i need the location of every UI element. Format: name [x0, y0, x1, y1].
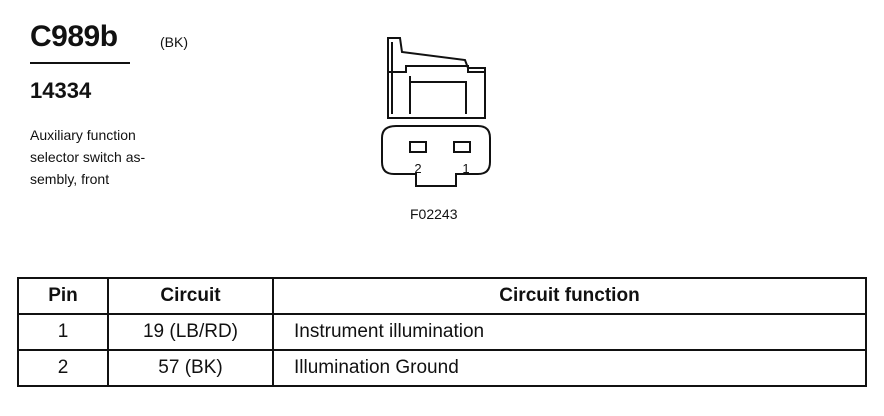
title-divider — [30, 62, 130, 64]
component-description: Auxiliary function selector switch as- s… — [30, 124, 180, 190]
table-header-row: Pin Circuit Circuit function — [17, 277, 867, 315]
description-line: sembly, front — [30, 171, 110, 187]
cell-circuit: 19 (LB/RD) — [107, 313, 274, 351]
cell-pin: 2 — [17, 349, 109, 387]
cell-circuit: 57 (BK) — [107, 349, 274, 387]
pin-label-2: 2 — [414, 161, 421, 176]
connector-face-outline — [381, 125, 491, 187]
table-row: 2 57 (BK) Illumination Ground — [17, 349, 867, 387]
figure-id: F02243 — [410, 206, 458, 222]
cell-pin: 1 — [17, 313, 109, 351]
header-circuit-function: Circuit function — [272, 277, 867, 315]
pin-table: Pin Circuit Circuit function 1 19 (LB/RD… — [17, 277, 867, 387]
connector-color: (BK) — [160, 34, 188, 50]
connector-body-outline — [387, 37, 486, 119]
connector-inner-bracket — [409, 76, 467, 114]
pin-label-1: 1 — [462, 161, 469, 176]
connector-id: C989b — [30, 20, 118, 53]
table-row: 1 19 (LB/RD) Instrument illumination — [17, 313, 867, 351]
header-circuit: Circuit — [107, 277, 274, 315]
pin-cavity-2 — [409, 141, 427, 153]
cell-circuit-function: Instrument illumination — [272, 313, 867, 351]
cell-circuit-function: Illumination Ground — [272, 349, 867, 387]
description-line: selector switch as- — [30, 149, 146, 165]
description-line: Auxiliary function — [30, 127, 136, 143]
part-number: 14334 — [30, 78, 92, 103]
connector-diagram: 2 1 — [381, 37, 491, 187]
header-pin: Pin — [17, 277, 109, 315]
connector-latch-bar — [388, 65, 485, 73]
pin-cavity-1 — [453, 141, 471, 153]
